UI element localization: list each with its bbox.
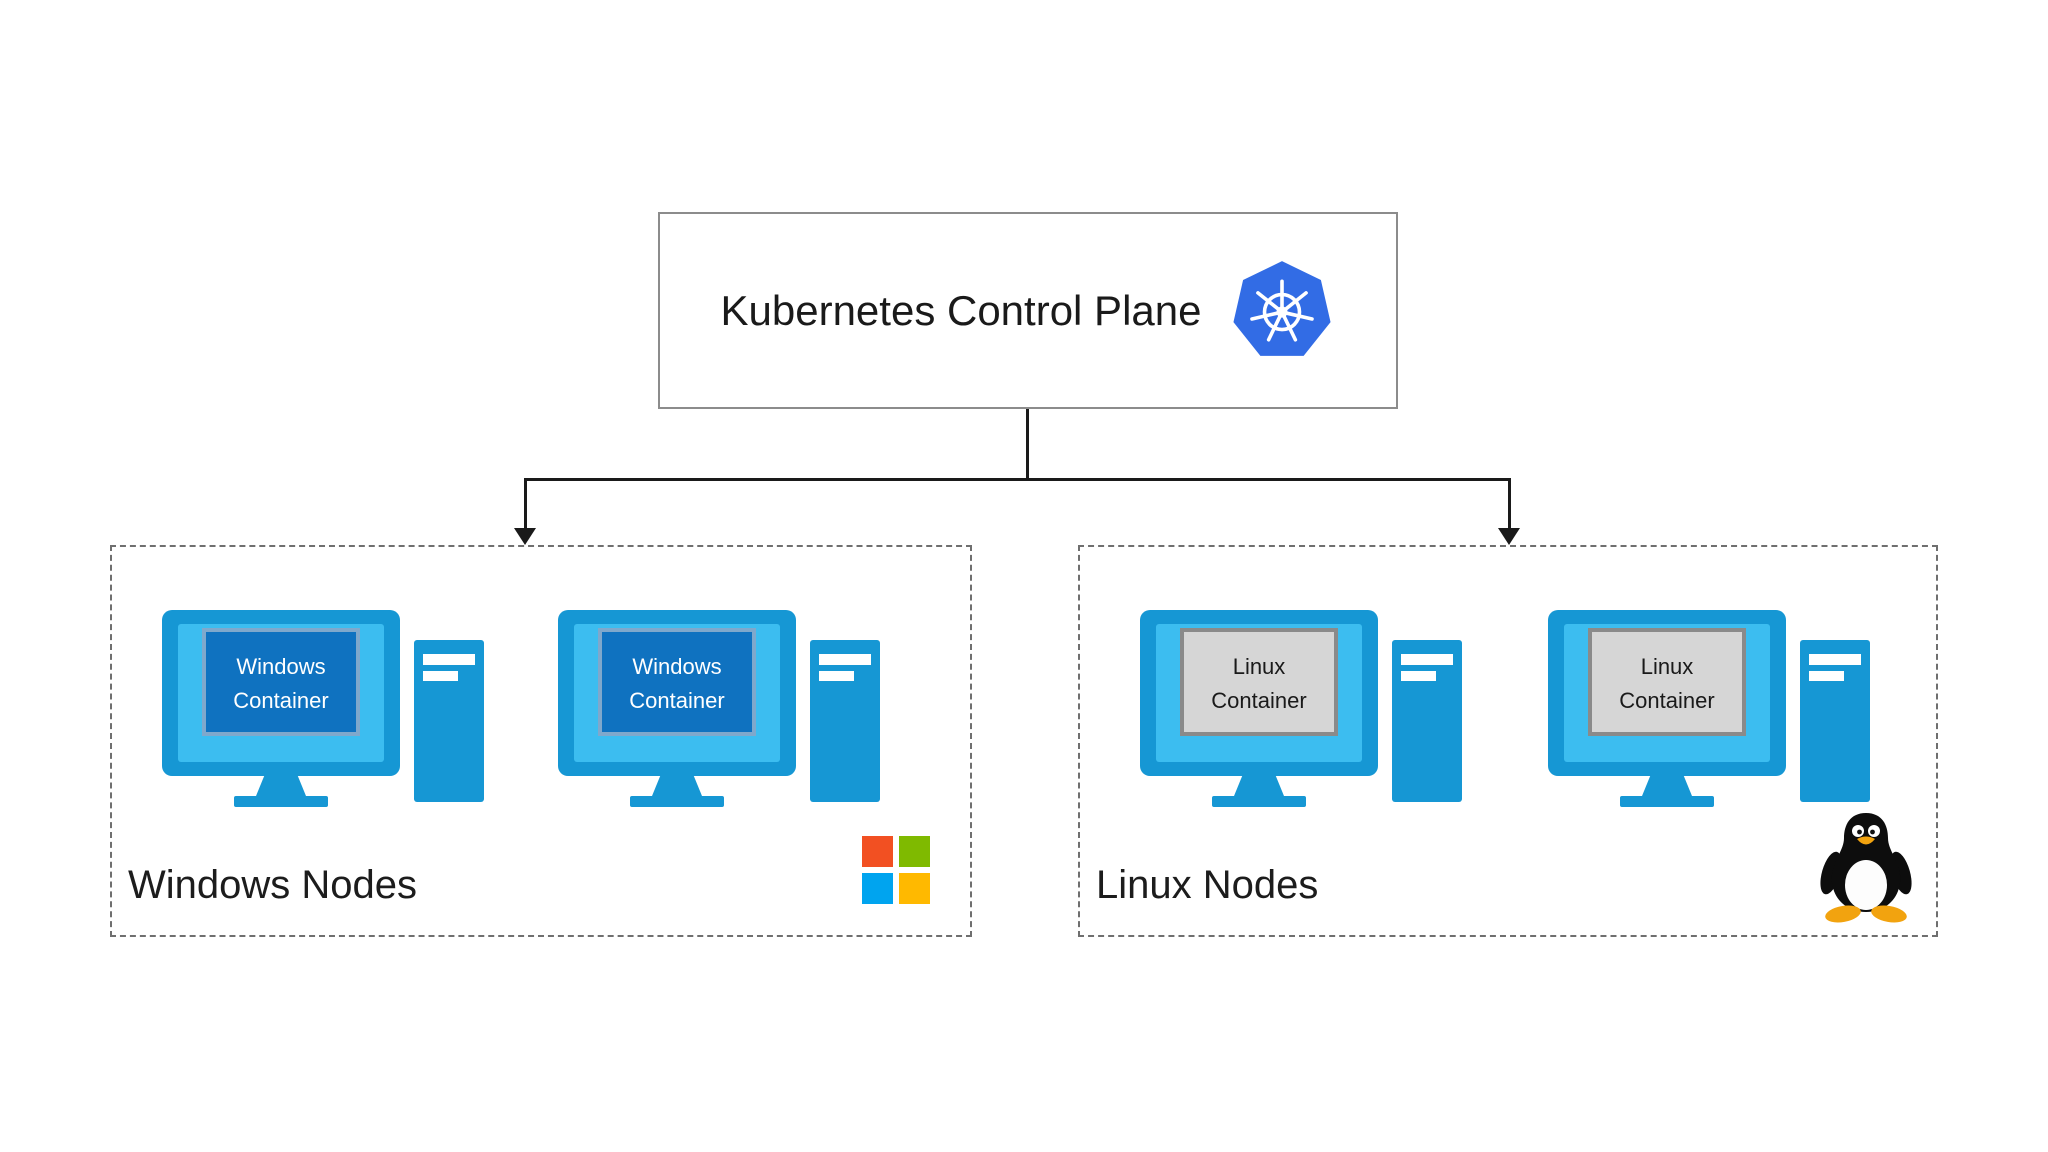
container-label-line2: Container xyxy=(629,688,724,713)
arrow-down-left-icon xyxy=(514,528,536,545)
container-label-line2: Container xyxy=(1619,688,1714,713)
container-label-line1: Linux xyxy=(1233,654,1286,679)
container-label-line2: Container xyxy=(1211,688,1306,713)
microsoft-logo-square-yellow xyxy=(899,873,930,904)
windows-nodes-label: Windows Nodes xyxy=(128,863,418,907)
connector-left-drop-line xyxy=(524,478,527,530)
windows-nodes-group: Windows Container Windows Container xyxy=(110,545,972,937)
microsoft-logo xyxy=(862,836,930,904)
microsoft-logo-square-green xyxy=(899,836,930,867)
tux-logo xyxy=(1820,813,1912,923)
arrow-down-right-icon xyxy=(1498,528,1520,545)
microsoft-logo-square-red xyxy=(862,836,893,867)
windows-node-computer: Windows Container xyxy=(162,610,484,807)
control-plane-box: Kubernetes Control Plane xyxy=(658,212,1398,409)
connector-right-drop-line xyxy=(1508,478,1511,530)
container-label-line2: Container xyxy=(233,688,328,713)
container-label-line1: Windows xyxy=(236,654,325,679)
linux-node-computer: Linux Container xyxy=(1140,610,1462,807)
container-label-line1: Windows xyxy=(632,654,721,679)
connector-trunk-line xyxy=(1026,409,1029,479)
microsoft-logo-square-blue xyxy=(862,873,893,904)
kubernetes-logo-icon xyxy=(1233,260,1332,356)
container-label-line1: Linux xyxy=(1641,654,1694,679)
linux-nodes-group: Linux Container Linux Container xyxy=(1078,545,1938,937)
linux-nodes-label: Linux Nodes xyxy=(1096,863,1319,907)
control-plane-label: Kubernetes Control Plane xyxy=(720,286,1202,334)
connector-branch-line xyxy=(524,478,1511,481)
linux-node-computer: Linux Container xyxy=(1548,610,1870,807)
windows-node-computer: Windows Container xyxy=(558,610,880,807)
